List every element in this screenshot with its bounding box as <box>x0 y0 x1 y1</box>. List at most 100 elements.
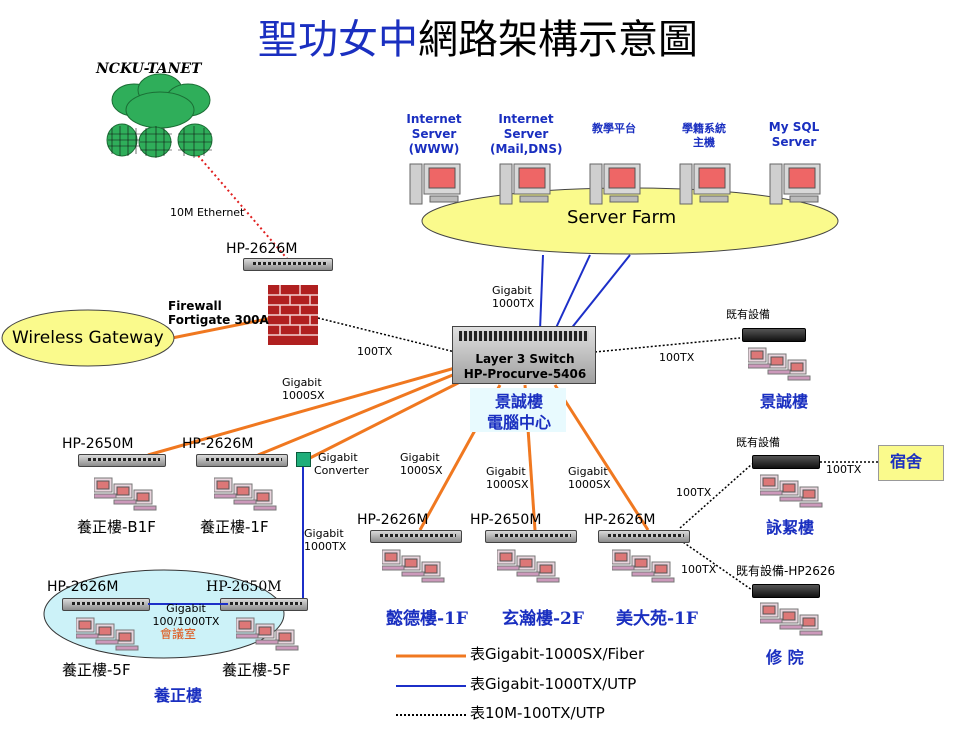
core-switch-model: HP-Procurve-5406 <box>463 367 587 381</box>
link-label-line: Gigabit <box>166 602 206 615</box>
link-core-converter <box>309 376 469 460</box>
building-xuanhan-2f: 玄瀚樓-2F <box>502 609 584 629</box>
pc-group-icon <box>382 549 445 583</box>
link-100tx-xiuyuan: 100TX <box>681 563 717 576</box>
link-farm-core-1 <box>539 254 544 331</box>
building-yongxie: 詠絜樓 <box>766 518 815 537</box>
server-www-label: Internet Server (WWW) <box>405 112 463 157</box>
server-mysql-label: My SQL Server <box>765 120 823 150</box>
server-label-line: Internet <box>406 112 462 126</box>
dorm-label: 宿舍 <box>890 452 923 471</box>
existing-equip-label: 既有設備 <box>726 308 770 321</box>
converter-icon <box>296 452 311 467</box>
server-label-line: Server <box>411 127 457 141</box>
title-text: 網路架構示意圖 <box>418 17 698 63</box>
link-100tx-fw: 100TX <box>357 345 393 358</box>
switch-icon <box>62 598 150 611</box>
pc-group-icon <box>760 602 823 636</box>
link-meida-xiuyuan <box>679 539 753 591</box>
switch-icon <box>196 454 288 467</box>
building-yide-1f: 懿德樓-1F <box>386 609 468 629</box>
building-meida-1f: 美大苑-1F <box>616 609 698 629</box>
cloud-icon <box>106 73 213 158</box>
pc-group-icon <box>76 617 139 651</box>
core-switch-type: Layer 3 Switch <box>475 352 575 366</box>
switch-icon <box>78 454 166 467</box>
pc-group-icon <box>612 549 675 583</box>
existing-switch-icon <box>742 328 806 342</box>
server-label-line: Internet <box>498 112 554 126</box>
pc-group-icon <box>94 477 157 511</box>
link-label-line: Gigabit <box>492 284 532 297</box>
hp2626m-5f-label: HP-2626M <box>47 579 119 595</box>
firewall-label: Firewall Fortigate 300A <box>168 299 269 328</box>
link-firewall-core <box>317 317 456 353</box>
gigabit-1000tx-top: Gigabit 1000TX <box>492 284 534 310</box>
meeting-link-label: Gigabit 100/1000TX <box>150 602 222 628</box>
gigabit-1000sx-mid2: Gigabit 1000SX <box>486 465 529 491</box>
cloud-label: NCKU-TANET <box>96 61 202 77</box>
server-teaching-label: 教學平台 <box>584 122 644 136</box>
yangzheng-5f-left: 養正樓-5F <box>62 661 131 679</box>
building-xiuyuan: 修 院 <box>766 648 804 667</box>
server-student-label: 學籍系統 主機 <box>674 122 734 151</box>
link-label-line: Converter <box>314 463 369 477</box>
pc-group-icon <box>236 617 299 651</box>
gigabit-1000sx-mid1: Gigabit 1000SX <box>400 451 443 477</box>
core-switch-label: Layer 3 Switch HP-Procurve-5406 <box>463 352 587 382</box>
link-label-line: 1000TX <box>304 540 347 554</box>
existing-switch-icon <box>752 455 820 469</box>
link-label-line: 1000SX <box>400 464 443 478</box>
gigabit-converter-label: Gigabit Converter <box>314 451 369 477</box>
switch-icon <box>243 258 333 271</box>
wireless-gateway-ellipse <box>1 309 175 367</box>
link-label-line: Gigabit <box>486 465 526 478</box>
yangzheng-1f: 養正樓-1F <box>200 518 269 536</box>
server-computers <box>409 163 821 205</box>
server-label-line: 學籍系統 <box>682 122 726 135</box>
core-location-building: 景誠樓 <box>494 392 543 411</box>
link-100tx-dorm: 100TX <box>826 463 862 476</box>
firewall-model: Fortigate 300A <box>168 313 269 328</box>
link-label-line: 1000SX <box>282 389 325 403</box>
core-switch-icon <box>452 326 596 384</box>
link-label-line: Gigabit <box>400 451 440 464</box>
link-core-meida <box>553 384 650 531</box>
pc-group-icon <box>497 549 560 583</box>
dorm-box <box>878 445 944 481</box>
firewall-icon <box>268 285 318 345</box>
link-10m-label: 10M Ethernet <box>170 206 245 219</box>
switch-icon <box>598 530 690 543</box>
existing-equip-hp2626: 既有設備-HP2626 <box>736 564 836 578</box>
yangzheng-5f-right: 養正樓-5F <box>222 661 291 679</box>
server-label-line: (WWW) <box>408 142 460 156</box>
link-farm-core-3 <box>569 254 631 331</box>
meeting-link-line <box>148 603 228 605</box>
hp2650m-b1-label: HP-2650M <box>62 436 134 452</box>
server-label-line: Server <box>503 127 549 141</box>
switch-icon <box>220 598 308 611</box>
server-farm-label: Server Farm <box>567 207 677 228</box>
hp2650m-xuanhan-label: HP-2650M <box>470 512 542 528</box>
server-label-line: My SQL <box>768 120 820 134</box>
link-core-b1f <box>147 366 456 457</box>
meeting-room-label: 會議室 <box>160 627 197 641</box>
firewall-title: Firewall <box>168 299 222 313</box>
existing-equip-label-2: 既有設備 <box>736 436 780 449</box>
title-school: 聖功女中 <box>258 17 418 63</box>
link-label-line: Gigabit <box>304 527 344 540</box>
link-farm-core-2 <box>554 254 591 331</box>
link-label-line: Gigabit <box>282 376 322 389</box>
yangzheng-b1f: 養正樓-B1F <box>77 518 156 536</box>
link-label-line: 1000SX <box>486 478 529 492</box>
core-location-label: 景誠樓 電腦中心 <box>476 392 562 434</box>
pc-group-icon <box>748 347 811 381</box>
hp2626m-top-label: HP-2626M <box>226 241 298 257</box>
link-label-line: 1000SX <box>568 478 611 492</box>
link-label-line: 100/1000TX <box>152 615 220 629</box>
gigabit-1000tx-vert: Gigabit 1000TX <box>304 527 346 553</box>
building-jingcheng: 景誠樓 <box>760 392 809 411</box>
hp2626m-1f-label: HP-2626M <box>182 436 254 452</box>
